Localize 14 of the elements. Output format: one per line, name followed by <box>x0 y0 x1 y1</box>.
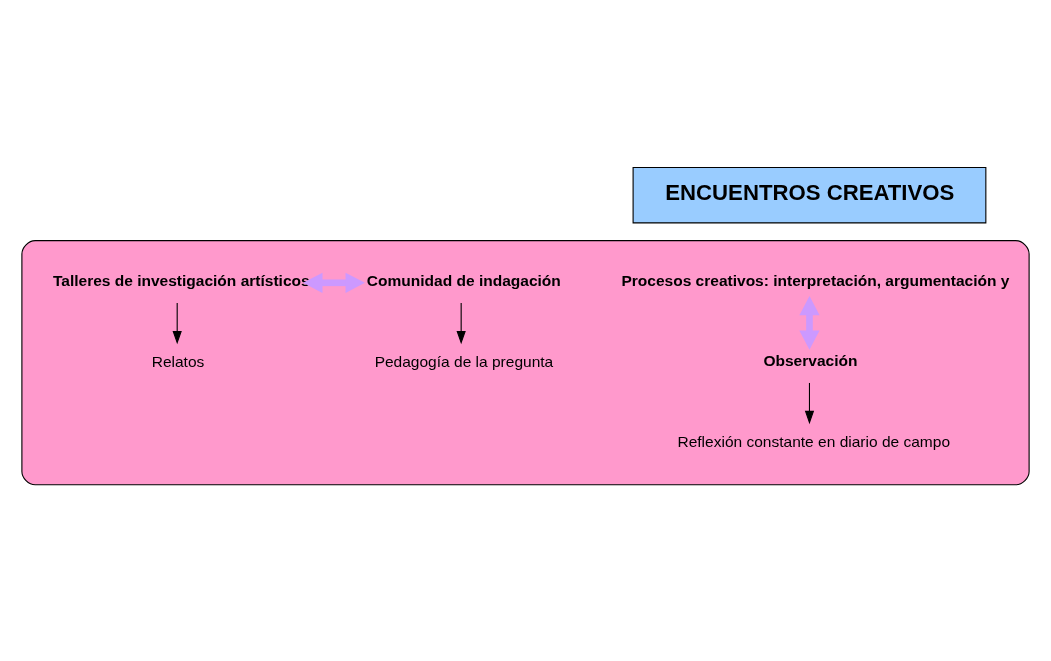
node-text: Relatos <box>151 352 205 370</box>
arrow <box>456 302 466 345</box>
node-box: ENCUENTROS CREATIVOS <box>632 166 987 224</box>
arrow <box>172 302 182 345</box>
node-text: Observación <box>763 351 858 369</box>
arrow <box>804 382 815 425</box>
node-text: Pedagogía de la pregunta <box>374 352 554 370</box>
node-text: Reflexión constante en diario de campo <box>677 432 951 450</box>
arrow <box>799 295 820 350</box>
node-text: Talleres de investigación artísticos <box>52 271 310 289</box>
node-text: Comunidad de indagación <box>366 271 561 289</box>
node-text: Procesos creativos: interpretación, argumentación y <box>621 271 1010 289</box>
arrow <box>303 272 365 293</box>
cluster <box>21 240 1030 486</box>
